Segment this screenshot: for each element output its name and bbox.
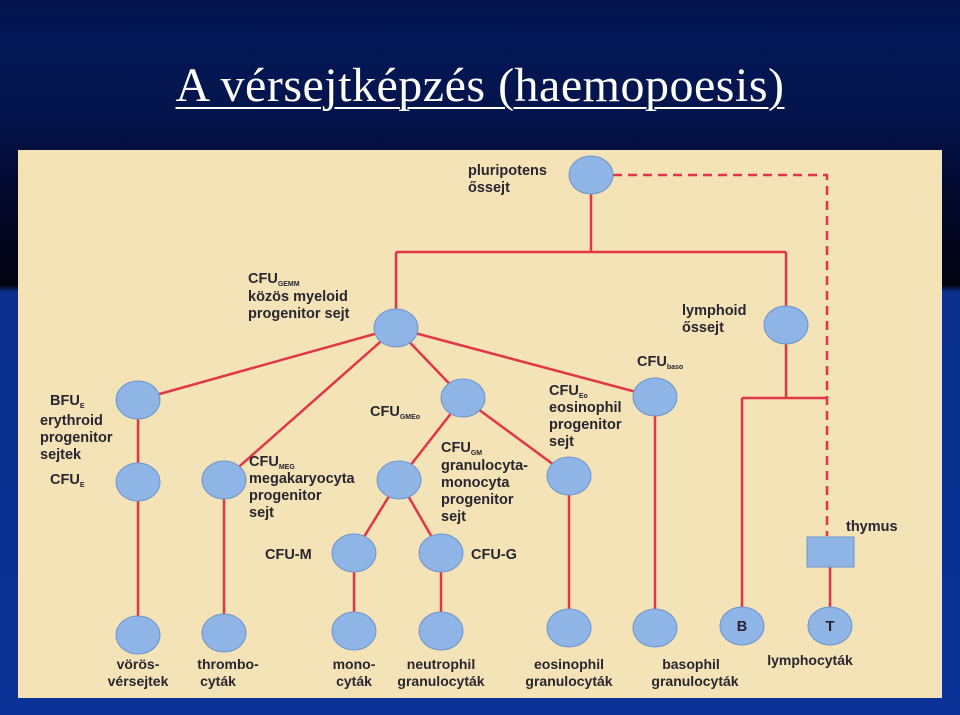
label-voros-1: vörös- — [117, 656, 160, 672]
label-cfu-gmeo-main: CFU — [370, 404, 400, 420]
slide-title: A vérsejtképzés (haemopoesis) — [175, 59, 785, 112]
cell-cfu-m — [331, 533, 377, 573]
cell-mono — [331, 611, 377, 651]
label-lymphoid-1: lymphoid — [682, 303, 746, 319]
label-thrombo-2: cyták — [200, 673, 236, 689]
label-cfu-eo: CFUEo — [549, 383, 588, 400]
label-cfu-eo-line3: sejt — [549, 434, 574, 450]
cell-bfu-e — [115, 380, 161, 420]
label-cfu-gmeo: CFUGMEo — [370, 404, 420, 421]
edge-gemm-bfu — [137, 326, 397, 402]
label-cfu-gm: CFUGM — [441, 440, 482, 457]
label-bfu-e-line1: erythroid — [40, 413, 103, 429]
edge-gemm-meg — [223, 327, 397, 481]
label-cfu-eo-sub: Eo — [579, 393, 588, 400]
cell-cfu-e — [115, 462, 161, 502]
label-pluripotens-1: pluripotens — [468, 163, 547, 179]
cell-pluripotens — [568, 155, 614, 195]
cell-cfu-meg — [201, 460, 247, 500]
label-cfu-baso-sub: baso — [667, 364, 683, 371]
label-pluripotens-2: őssejt — [468, 180, 510, 196]
label-cfu-gemm: CFUGEMM — [248, 271, 300, 288]
edge-gmeo-eo — [462, 396, 570, 478]
cell-eosino — [546, 608, 592, 648]
haemopoiesis-diagram: pluripotens őssejt CFUGEMM közös myeloid… — [40, 155, 898, 689]
label-thrombo-1: thrombo- — [197, 656, 259, 672]
label-bfu-e: BFUE — [50, 393, 85, 410]
cell-cfu-g — [418, 533, 464, 573]
label-cfu-gm-main: CFU — [441, 440, 471, 456]
label-cfu-gemm-sub: GEMM — [278, 281, 300, 288]
label-t-cell: T — [826, 619, 835, 635]
cell-thymus — [806, 536, 855, 568]
label-baso-1: basophil — [662, 656, 720, 672]
cell-lymphoid — [763, 305, 809, 345]
cell-neutro — [418, 611, 464, 651]
label-b-cell: B — [737, 619, 747, 635]
label-cfu-meg-main: CFU — [249, 454, 279, 470]
label-bfu-e-sub: E — [80, 403, 85, 410]
label-mono-2: cyták — [336, 673, 372, 689]
label-neutro-1: neutrophil — [407, 656, 475, 672]
label-bfu-e-line2: progenitor — [40, 430, 113, 446]
label-bfu-e-main: BFU — [50, 393, 80, 409]
label-bfu-e-line3: sejtek — [40, 447, 82, 463]
label-cfu-e-sub: E — [80, 482, 85, 489]
cell-cfu-gmeo — [440, 378, 486, 418]
edge-dashed-pluripotens-thymus — [613, 173, 829, 536]
label-cfu-baso: CFUbaso — [637, 354, 683, 371]
cell-cfu-baso — [632, 377, 678, 417]
label-cfu-eo-line1: eosinophil — [549, 400, 622, 416]
label-mono-1: mono- — [333, 656, 376, 672]
label-eosino-1: eosinophil — [534, 656, 604, 672]
label-cfu-gm-line3: progenitor — [441, 492, 514, 508]
cell-cfu-eo — [546, 456, 592, 496]
label-cfu-eo-line2: progenitor — [549, 417, 622, 433]
cell-cfu-gemm — [373, 308, 419, 348]
label-cfu-meg: CFUMEG — [249, 454, 295, 471]
label-cfu-gm-line1: granulocyta- — [441, 458, 528, 474]
label-cfu-gm-line2: monocyta — [441, 475, 510, 491]
label-cfu-gm-sub: GM — [471, 450, 482, 457]
label-lymphoid-2: őssejt — [682, 320, 724, 336]
cell-t — [807, 606, 853, 646]
label-lymphocytak: lymphocyták — [767, 652, 853, 668]
label-cfu-meg-line1: megakaryocyta — [249, 471, 356, 487]
label-cfu-meg-sub: MEG — [279, 464, 296, 471]
label-baso-2: granulocyták — [651, 673, 738, 689]
cell-baso — [632, 608, 678, 648]
cell-cfu-gm — [376, 460, 422, 500]
label-voros-2: vérsejtek — [108, 673, 169, 689]
label-neutro-2: granulocyták — [397, 673, 484, 689]
edge-gemm-baso — [395, 326, 656, 399]
label-cfu-e-main: CFU — [50, 472, 80, 488]
label-thymus: thymus — [846, 519, 898, 535]
cell-b — [719, 606, 765, 646]
label-cfu-gemm-main: CFU — [248, 271, 278, 287]
cell-thrombo — [201, 613, 247, 653]
label-cfu-gemm-line2: progenitor sejt — [248, 306, 350, 322]
label-eosino-2: granulocyták — [525, 673, 612, 689]
cell-voros — [115, 615, 161, 655]
label-cfu-e: CFUE — [50, 472, 85, 489]
label-cfu-baso-main: CFU — [637, 354, 667, 370]
label-cfu-eo-main: CFU — [549, 383, 579, 399]
label-cfu-gm-line4: sejt — [441, 509, 466, 525]
label-cfu-m: CFU-M — [265, 547, 312, 563]
label-cfu-meg-line2: progenitor — [249, 488, 322, 504]
label-cfu-gmeo-sub: GMEo — [400, 414, 420, 421]
label-cfu-gemm-line1: közös myeloid — [248, 289, 348, 305]
diagram-cells — [115, 155, 855, 655]
haemopoiesis-diagram-panel: pluripotens őssejt CFUGEMM közös myeloid… — [18, 150, 942, 698]
diagram-labels: pluripotens őssejt CFUGEMM közös myeloid… — [40, 163, 898, 689]
label-cfu-g: CFU-G — [471, 547, 517, 563]
label-cfu-meg-line3: sejt — [249, 505, 274, 521]
